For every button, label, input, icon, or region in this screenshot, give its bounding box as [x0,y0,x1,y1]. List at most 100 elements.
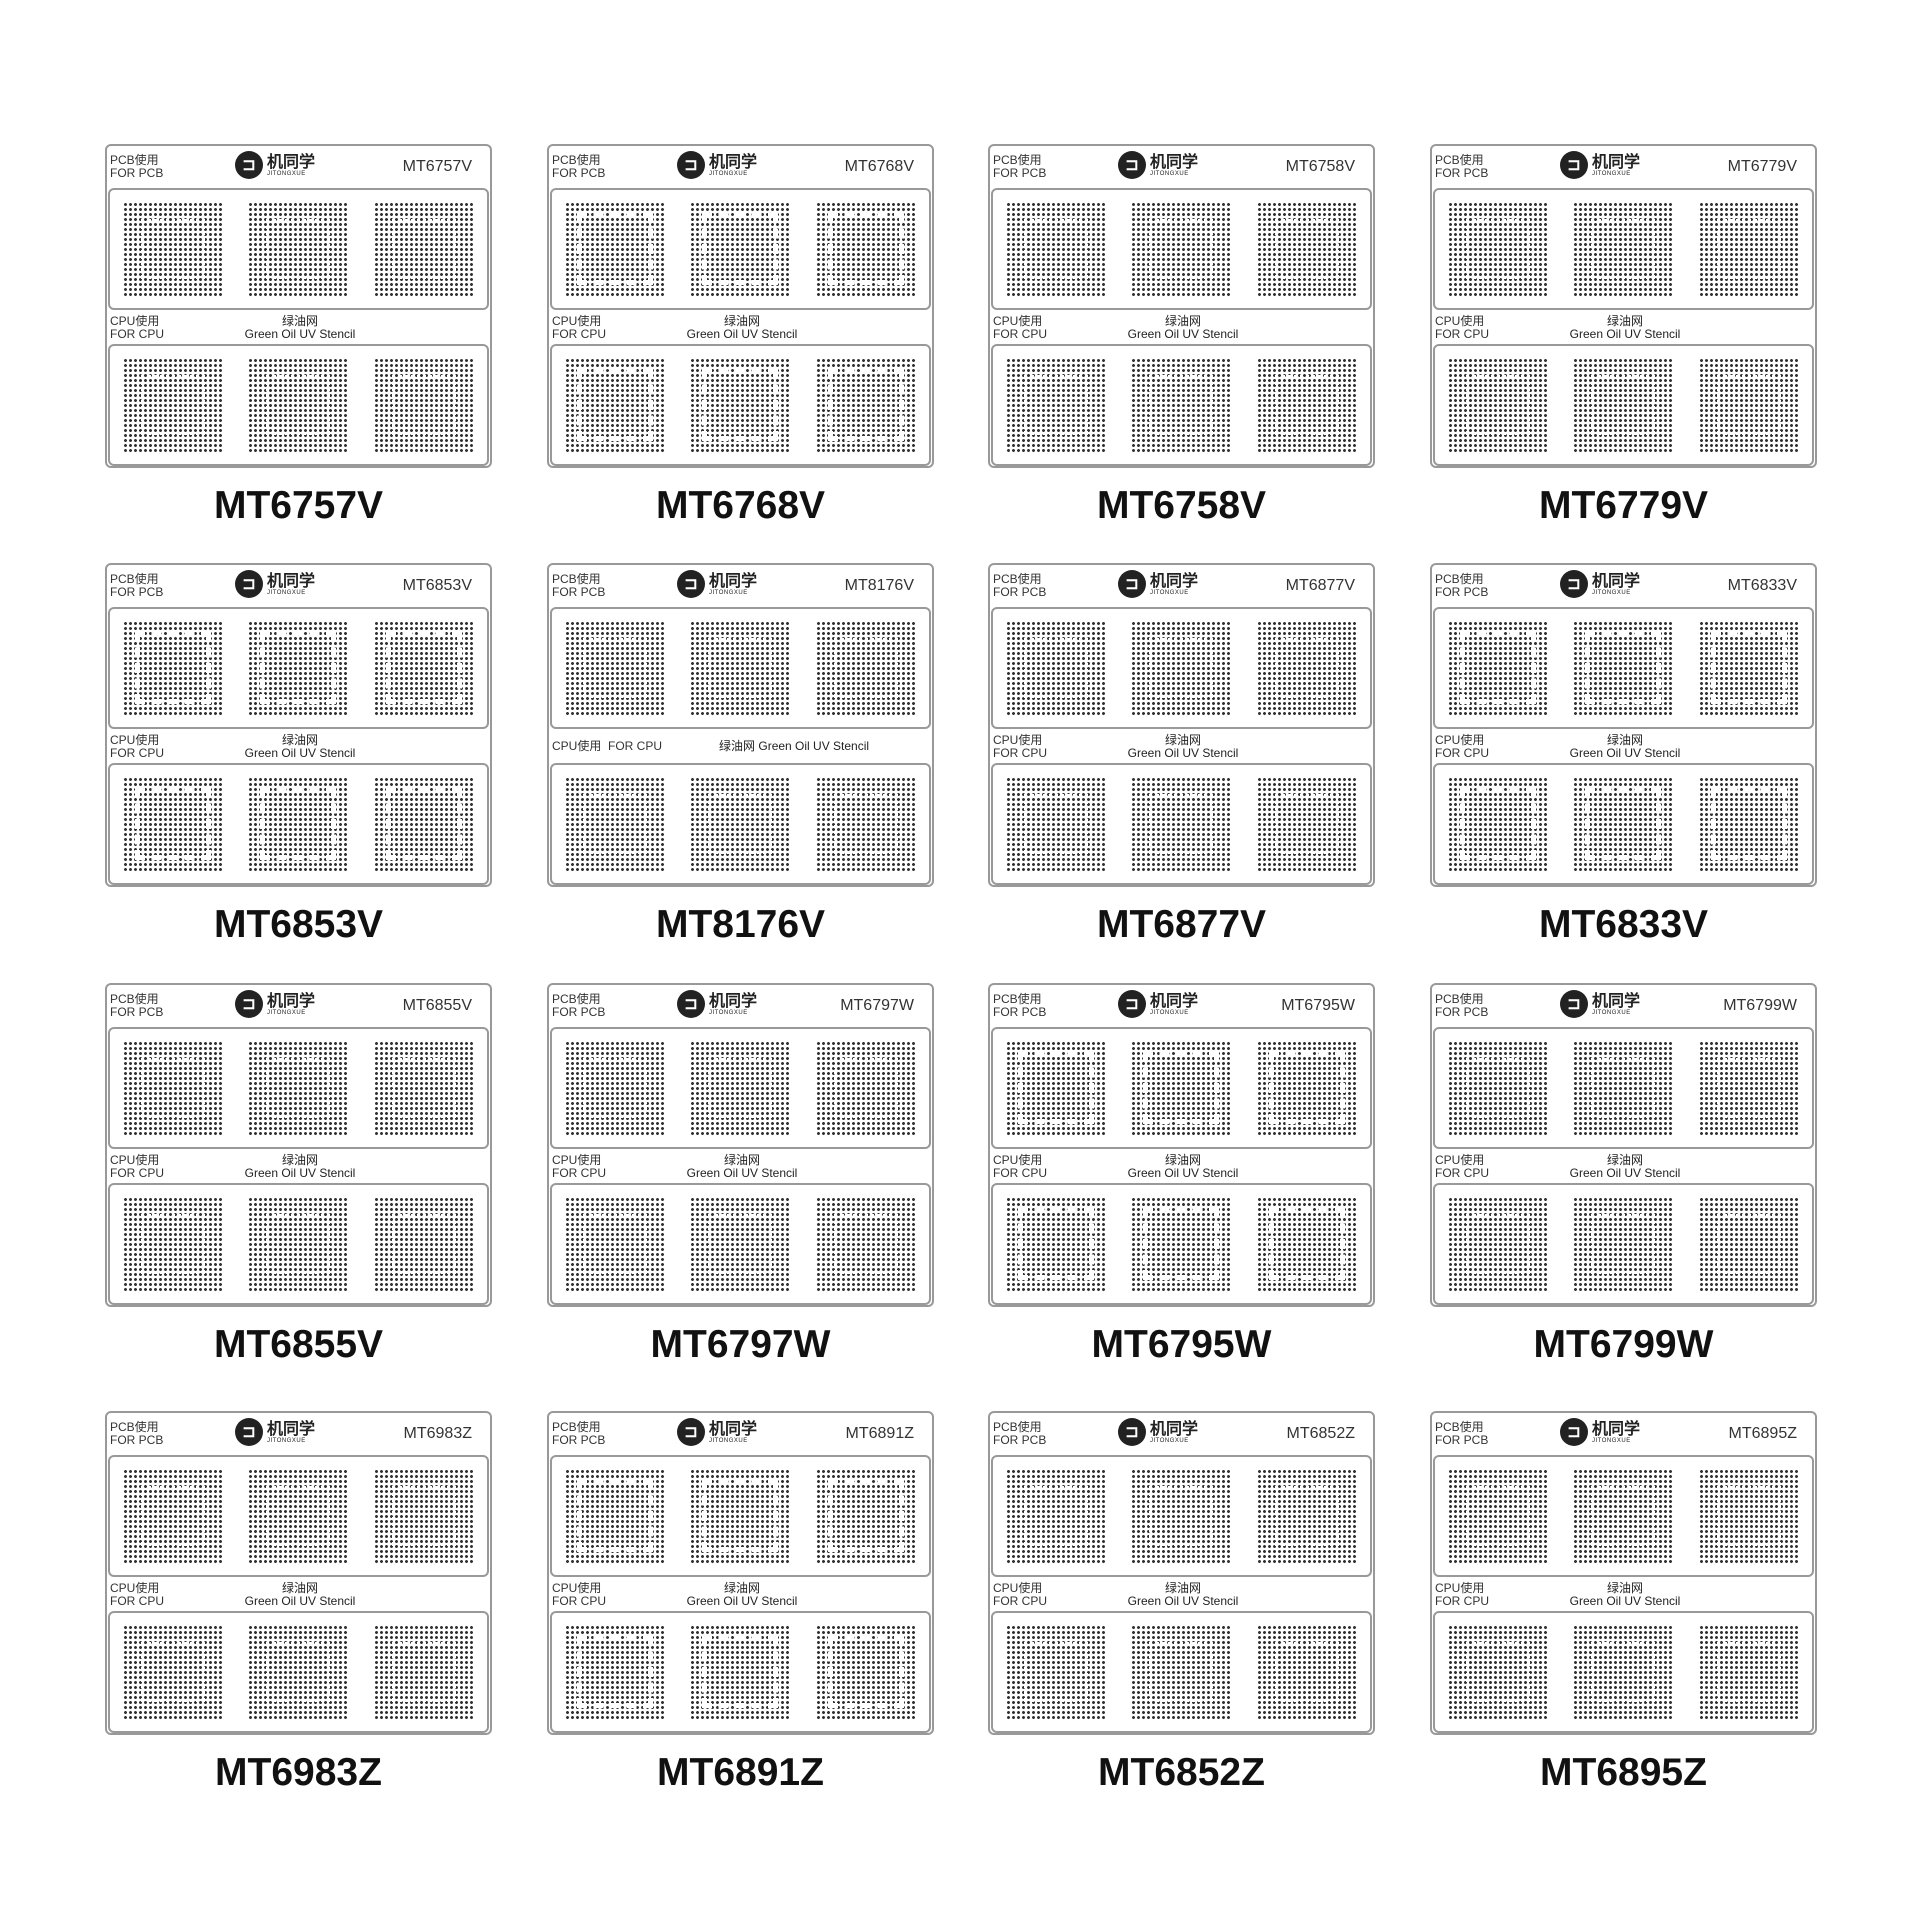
model-caption: MT6852Z [1098,1751,1265,1794]
stencil-cn: 绿油网 [1164,733,1201,747]
cpu-cn: CPU使用 [110,1153,160,1167]
bga-pattern [1131,202,1232,296]
pcb-en: FOR PCB [993,166,1047,180]
pcb-stencil-area [991,188,1372,310]
stencil-en: Green Oil UV Stencil [1127,746,1239,760]
pcb-en: FOR PCB [993,1005,1047,1019]
cpu-cn: CPU使用 [110,1581,160,1595]
card-model: MT6853V [402,577,472,594]
cpu-en: FOR CPU [1435,1166,1489,1180]
bga-pattern [374,202,475,296]
cpu-stencil-area [108,1611,489,1733]
stencil-cn: 绿油网 [281,314,318,328]
stencil-en: Green Oil UV Stencil [758,739,870,753]
brand-logo-icon: ⊐ [677,570,705,598]
brand-logo-icon: ⊐ [1560,570,1588,598]
cpu-en: FOR CPU [552,1594,606,1608]
pcb-en: FOR PCB [552,1433,606,1447]
bga-pattern [816,1197,917,1291]
pcb-en: FOR PCB [552,166,606,180]
bga-pattern [1573,1041,1674,1135]
model-caption: MT6768V [655,484,826,527]
stencil-en: Green Oil UV Stencil [1127,327,1239,341]
model-caption: MT6797W [650,1323,831,1366]
stencil-cn: 绿油网 [1606,314,1643,328]
cpu-en: FOR CPU [110,1166,164,1180]
brand-cn: 机同学 [267,1420,316,1438]
pcb-stencil-area [550,607,931,729]
model-caption: MT6795W [1091,1323,1272,1366]
cpu-cn: CPU使用 [552,314,602,328]
bga-pattern [816,1469,917,1563]
bga-pattern [1005,1197,1106,1291]
brand-cn: 机同学 [267,153,316,171]
cpu-stencil-area [991,763,1372,885]
pcb-stencil-area [1433,1027,1814,1149]
cpu-en: FOR CPU [993,1166,1047,1180]
bga-pattern [374,621,475,715]
bga-pattern [816,1041,917,1135]
stencil-cn: 绿油网 [723,1153,760,1167]
brand-en: JITONGXUE [267,589,306,596]
cpu-cn: CPU使用 [552,739,602,753]
cpu-en: FOR CPU [110,746,164,760]
bga-pattern [690,1197,791,1291]
bga-pattern [248,1197,349,1291]
brand-cn: 机同学 [709,992,758,1010]
bga-pattern [1257,358,1358,452]
stencil-cn: 绿油网 [1164,1153,1201,1167]
bga-pattern [1131,1469,1232,1563]
stencil-cn: 绿油网 [723,314,760,328]
bga-pattern [1005,1625,1106,1719]
model-caption: MT6891Z [657,1751,824,1794]
bga-pattern [1573,777,1674,871]
cpu-cn: CPU使用 [1435,1153,1485,1167]
stencil-en: Green Oil UV Stencil [1127,1594,1239,1608]
card-model: MT6983Z [403,1425,472,1442]
brand-logo-icon: ⊐ [677,151,705,179]
bga-pattern [1257,777,1358,871]
pcb-cn: PCB使用 [1435,1420,1484,1434]
pcb-cn: PCB使用 [1435,992,1484,1006]
brand-cn: 机同学 [1150,572,1199,590]
pcb-cn: PCB使用 [552,153,601,167]
brand-logo-icon: ⊐ [235,151,263,179]
